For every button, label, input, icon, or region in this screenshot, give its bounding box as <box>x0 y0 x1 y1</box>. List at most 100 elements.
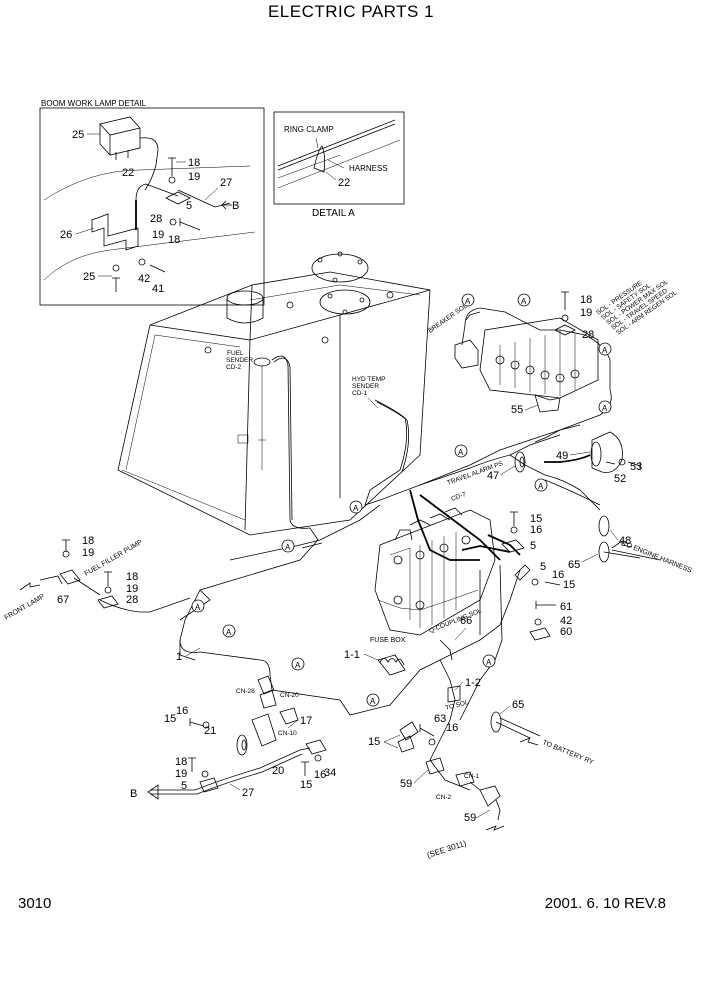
to-engine-harness-label: TO ENGINE HARNESS <box>621 540 693 574</box>
cd7-label: CD-7 <box>450 491 467 503</box>
callout-19: 19 <box>188 171 200 183</box>
callout-49: 49 <box>556 450 568 462</box>
fuse-box-label: FUSE BOX <box>370 637 406 644</box>
control-valve <box>374 507 496 636</box>
cn28-label: CN-28 <box>236 688 255 695</box>
callout-26: 26 <box>60 229 72 241</box>
callout-15b: 15 <box>563 579 575 591</box>
callout-18: 18 <box>188 157 200 169</box>
callout-42: 42 <box>138 273 150 285</box>
callout-19b: 19 <box>152 229 164 241</box>
callout-16-lower: 16 <box>176 705 188 717</box>
callout-1: 1 <box>176 651 182 663</box>
cn2-label: CN-2 <box>436 794 452 801</box>
callout-15-lower: 15 <box>164 713 176 725</box>
callout-18-left-b: 18 <box>126 571 138 583</box>
callout-25: 25 <box>72 129 84 141</box>
clip-a-5: A <box>458 448 464 457</box>
callout-16a: 16 <box>530 524 542 536</box>
callout-28: 28 <box>150 213 162 225</box>
fuel-sender-label: FUEL <box>227 350 244 357</box>
clip-a-13: A <box>370 697 376 706</box>
callout-27-lower: 27 <box>242 787 254 799</box>
fuse-box: FUSE BOX 1-1 1-2 TO SOL <box>344 637 481 712</box>
callout-5a: 5 <box>530 540 536 552</box>
cn20-label: CN-20 <box>280 692 299 699</box>
callout-22: 22 <box>122 167 134 179</box>
callout-52: 52 <box>614 473 626 485</box>
callout-5b: 5 <box>540 561 546 573</box>
front-lamp-label: FRONT LAMP <box>4 593 47 622</box>
callout-27: 27 <box>220 177 232 189</box>
work-lamp-icon <box>99 116 159 191</box>
callout-18b: 18 <box>168 234 180 246</box>
callout-28-left: 28 <box>126 594 138 606</box>
clip-a-4: A <box>602 404 608 413</box>
callout-34: 34 <box>324 767 336 779</box>
lower-connectors: CN-28 CN-20 CN-10 16 15 21 17 18 19 5 20… <box>164 675 336 799</box>
fuel-sender-label-2: SENDER <box>226 357 253 364</box>
callout-b-bottom: B <box>130 788 137 800</box>
callout-16b: 16 <box>552 569 564 581</box>
detail-a-title: DETAIL A <box>312 208 355 219</box>
callout-28-sol: 28 <box>582 329 594 341</box>
callout-59a: 59 <box>400 778 412 790</box>
callout-5-lower: 5 <box>181 780 187 792</box>
clip-a-1: A <box>465 297 471 306</box>
ring-clamp-label: RING CLAMP <box>284 125 334 134</box>
revision-date: 2001. 6. 10 REV.8 <box>544 895 666 912</box>
callout-16-bat: 63 <box>434 713 446 725</box>
front-lamp-group: 18 19 67 FRONT LAMP FUEL FILLER PUMP 18 … <box>4 535 201 663</box>
to-battery-label: TO BATTERY RY <box>541 739 595 766</box>
fuel-hydraulic-tank: FUEL SENDER CD-2 HYD TEMP SENDER CD-1 <box>117 251 431 536</box>
boom-lamp-detail: BOOM WORK LAMP DETAIL 25 18 <box>39 99 265 306</box>
travel-alarm: 49 53 52 TRAVEL ALARM PS 47 48 65 TO ENG… <box>446 431 693 575</box>
callout-18-sol: 18 <box>580 294 592 306</box>
callout-15-bat: 16 <box>446 722 458 734</box>
clip-a-6: A <box>538 482 544 491</box>
callout-53: 53 <box>630 461 642 473</box>
callout-15a: 15 <box>530 513 542 525</box>
callout-b-top: B <box>232 200 239 212</box>
callout-5: 5 <box>186 200 192 212</box>
cn1-label: CN-1 <box>464 773 480 780</box>
callout-16-mid: 16 <box>314 769 326 781</box>
callout-21: 21 <box>204 725 216 737</box>
clip-a-3: A <box>602 346 608 355</box>
callout-65-upper: 65 <box>568 559 580 571</box>
callout-19-lower: 19 <box>175 768 187 780</box>
callout-19-left-b: 19 <box>126 583 138 595</box>
callout-60: 60 <box>560 626 572 638</box>
callout-15-mid: 15 <box>300 779 312 791</box>
main-harness: B <box>99 307 612 800</box>
callout-59b: 59 <box>464 812 476 824</box>
callout-67: 67 <box>57 594 69 606</box>
clip-markers: A A A A A A A A A A A A A <box>191 293 612 707</box>
clip-a-10: A <box>226 628 232 637</box>
callout-19-sol: 19 <box>580 307 592 319</box>
callout-19-left: 19 <box>82 547 94 559</box>
callout-55: 55 <box>511 404 523 416</box>
clip-a-2: A <box>521 297 527 306</box>
to-sol-label: TO SOL <box>445 699 470 712</box>
callout-1-2: 1-2 <box>465 677 481 689</box>
callout-17: 17 <box>300 715 312 727</box>
hyd-temp-label-3: CD-1 <box>352 390 368 397</box>
callout-20: 20 <box>272 765 284 777</box>
see-3011-label: (SEE 3011) <box>426 839 468 860</box>
harness-label: HARNESS <box>349 164 388 173</box>
detail-a: DETAIL A RING CLAMP HARNESS 22 <box>273 111 405 219</box>
hyd-temp-label-2: SENDER <box>352 383 379 390</box>
clip-a-12: A <box>486 658 492 667</box>
callout-18-lower: 18 <box>175 756 187 768</box>
callout-63: 15 <box>368 736 380 748</box>
battery-group: 63 16 15 65 TO BATTERY RY CN-1 CN-2 59 5… <box>368 699 595 860</box>
cn10-label: CN-10 <box>278 730 297 737</box>
fuel-sender-label-3: CD-2 <box>226 364 242 371</box>
callout-41: 41 <box>152 283 164 295</box>
page-title: ELECTRIC PARTS 1 <box>267 2 435 21</box>
callout-1-1: 1-1 <box>344 649 360 661</box>
clip-a-11: A <box>295 661 301 670</box>
callout-65-lower: 65 <box>512 699 524 711</box>
